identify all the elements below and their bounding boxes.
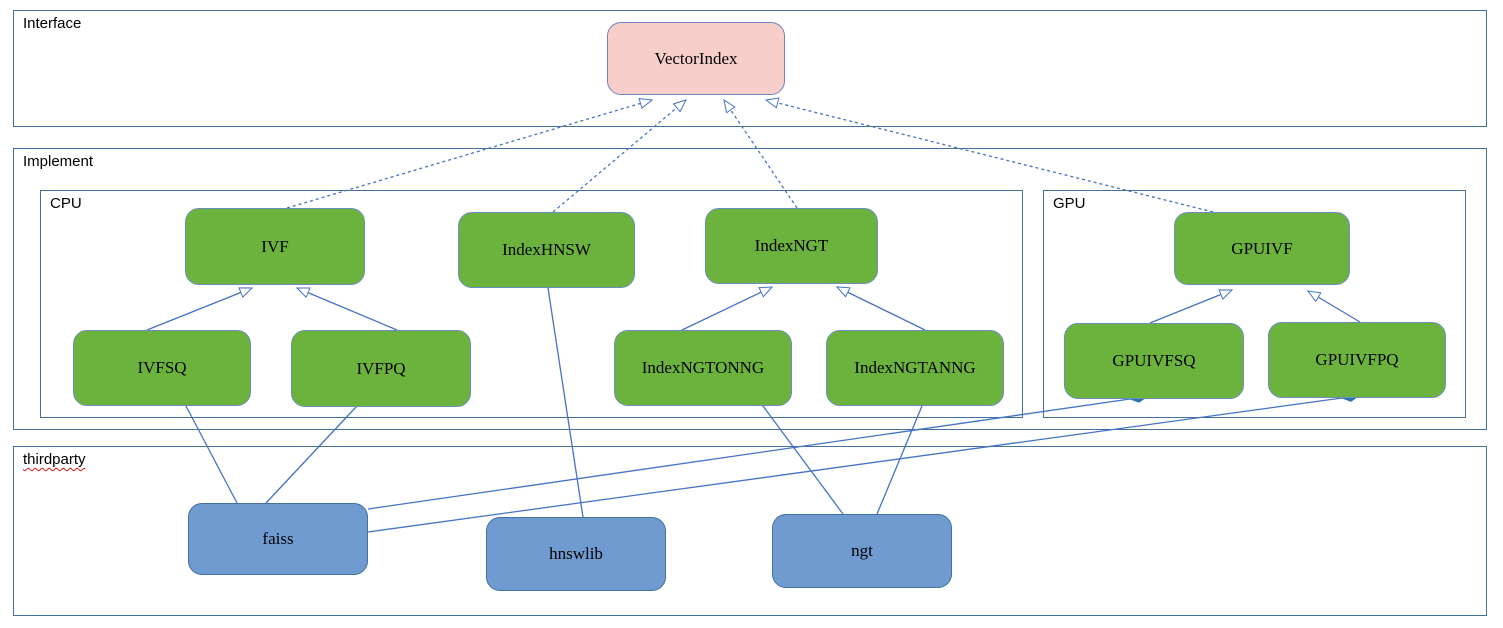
node-ivf: IVF: [185, 208, 365, 285]
node-gpuivfsq: GPUIVFSQ: [1064, 323, 1244, 399]
container-gpu-label: GPU: [1053, 195, 1086, 212]
node-hnswlib-label: hnswlib: [549, 544, 603, 563]
node-gpuivfpq: GPUIVFPQ: [1268, 322, 1446, 398]
node-indexngtanng: IndexNGTANNG: [826, 330, 1004, 406]
node-ivfsq-label: IVFSQ: [137, 358, 187, 377]
node-faiss: faiss: [188, 503, 368, 575]
container-interface-label: Interface: [23, 15, 82, 32]
node-ivfpq: IVFPQ: [291, 330, 471, 407]
container-thirdparty-label: thirdparty: [23, 451, 86, 468]
node-gpuivfpq-label: GPUIVFPQ: [1315, 350, 1399, 369]
container-implement-label: Implement: [23, 153, 94, 170]
node-ivf-label: IVF: [261, 236, 289, 256]
node-indexngtonng: IndexNGTONNG: [614, 330, 792, 406]
container-cpu-label: CPU: [50, 195, 82, 212]
node-ivfpq-label: IVFPQ: [356, 358, 406, 378]
node-faiss-label: faiss: [262, 529, 294, 548]
node-gpuivfsq-label: GPUIVFSQ: [1112, 351, 1196, 370]
node-indexhnsw: IndexHNSW: [458, 212, 635, 288]
node-indexngtonng-label: IndexNGTONNG: [641, 358, 765, 377]
node-hnswlib: hnswlib: [486, 517, 666, 591]
node-indexngt: IndexNGT: [705, 208, 878, 284]
node-ivfsq: IVFSQ: [73, 330, 251, 406]
node-indexngt-label: IndexNGT: [754, 236, 829, 255]
node-indexngtanng-label: IndexNGTANNG: [854, 358, 976, 377]
node-ngt: ngt: [772, 514, 952, 588]
node-vectorindex-label: VectorIndex: [654, 48, 738, 68]
node-gpuivf: GPUIVF: [1174, 212, 1350, 285]
node-ngt-label: ngt: [851, 541, 873, 560]
node-indexhnsw-label: IndexHNSW: [502, 240, 591, 259]
node-gpuivf-label: GPUIVF: [1231, 238, 1293, 258]
node-vectorindex: VectorIndex: [607, 22, 785, 95]
